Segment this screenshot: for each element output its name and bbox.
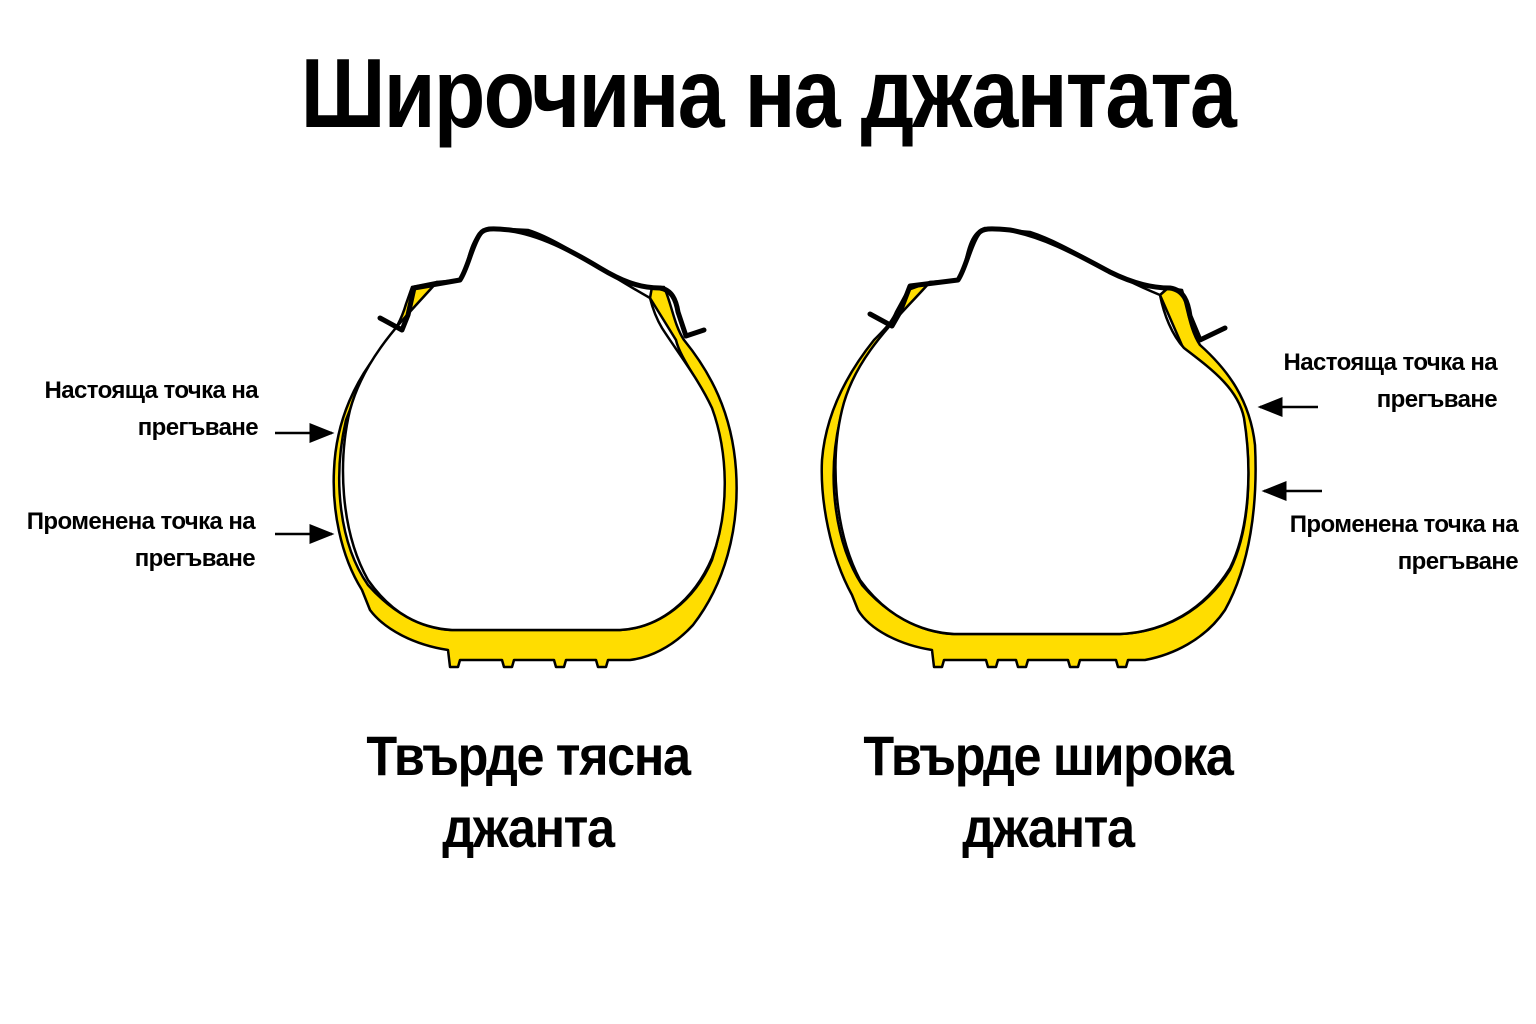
narrow-rim-diagram	[275, 226, 738, 669]
wide-rim-caption: Твърде широка джанта	[863, 724, 1234, 859]
narrow-rim-caption: Твърде тясна джанта	[366, 724, 691, 859]
narrow-rim-current-point-label: Настояща точка на прегъване	[44, 377, 259, 441]
wide-rim-inner-tube	[834, 226, 1250, 636]
wide-rim-profile	[867, 226, 1228, 343]
narrow-rim-profile	[377, 226, 707, 339]
wide-rim-current-point-label: Настояща точка на прегъване	[1283, 349, 1498, 413]
page-title: Широчина на джантата	[300, 38, 1237, 148]
wide-rim-changed-point-label: Променена точка на прегъване	[1289, 511, 1519, 575]
narrow-rim-changed-point-label: Променена точка на прегъване	[26, 508, 256, 572]
narrow-rim-tire-section	[332, 280, 738, 669]
wide-rim-diagram	[820, 226, 1322, 669]
